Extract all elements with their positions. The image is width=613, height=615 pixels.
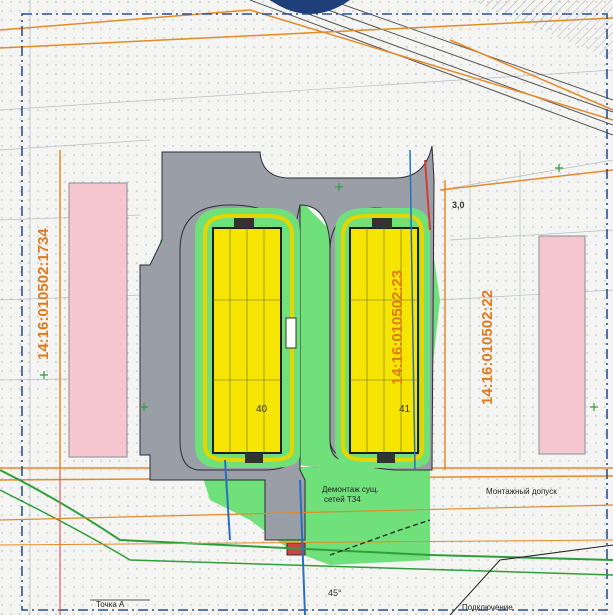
utility-networks [0, 149, 613, 615]
site-boundary [21, 13, 608, 611]
neighbor-building-left [68, 182, 128, 458]
top-arc [270, 0, 350, 14]
yellow-path-left [203, 214, 294, 462]
slope-hatch [470, 0, 613, 60]
survey-markers [40, 164, 598, 411]
entrance-41-south [377, 453, 395, 463]
yellow-path-right [341, 214, 424, 462]
lawn-area-south [200, 468, 430, 565]
service-box [285, 317, 297, 349]
building-grid [213, 228, 418, 453]
entrance-40-north [234, 218, 254, 228]
entrance-41-north [372, 218, 392, 228]
neighbor-building-right [538, 235, 586, 455]
entrance-40-south [245, 453, 263, 463]
